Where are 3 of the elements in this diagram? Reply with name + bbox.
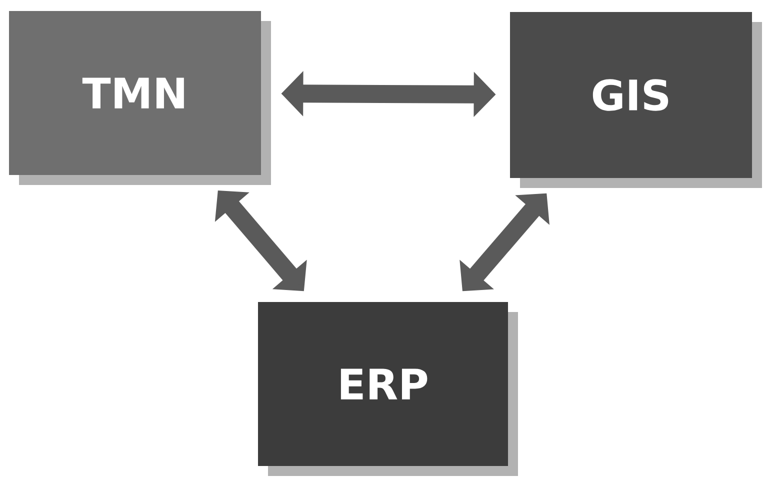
- process-box: TMN: [9, 11, 261, 175]
- process-box: ERP: [258, 302, 508, 466]
- process-box: GIS: [510, 12, 752, 178]
